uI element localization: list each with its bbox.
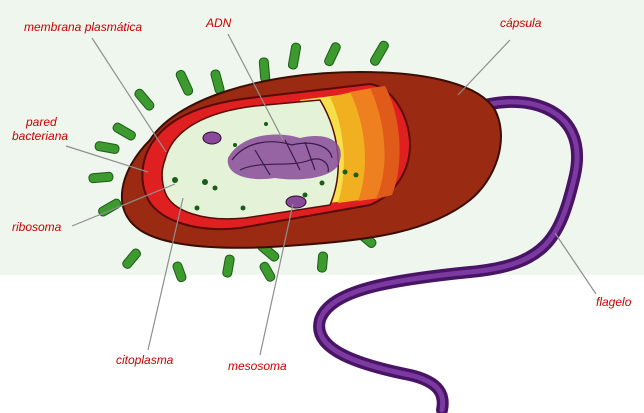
leader-mesosoma (259, 203, 294, 356)
leader-citoplasma (147, 197, 184, 351)
label-pared-line1: pared (25, 115, 57, 129)
label-citoplasma: citoplasma (116, 353, 174, 367)
leader-ribosoma (71, 183, 176, 227)
label-flagelo: flagelo (596, 295, 632, 309)
leader-adn (227, 33, 284, 141)
leader-membrana (91, 37, 167, 153)
label-membrana-plasmatica: membrana plasmática (24, 20, 142, 34)
label-mesosoma: mesosoma (228, 359, 287, 373)
mesosomes (202, 131, 307, 209)
flagellum-highlight (316, 99, 580, 413)
leader-capsula (457, 39, 511, 96)
ribosomes (172, 122, 359, 211)
label-capsula: cápsula (500, 16, 542, 30)
label-ribosoma: ribosoma (12, 220, 62, 234)
pili (88, 40, 389, 283)
dna (227, 134, 341, 180)
label-adn: ADN (205, 16, 232, 30)
leader-pared (65, 145, 149, 173)
label-pared-line2: bacteriana (12, 129, 68, 143)
leader-flagelo (554, 232, 597, 295)
leader-lines (65, 33, 597, 356)
